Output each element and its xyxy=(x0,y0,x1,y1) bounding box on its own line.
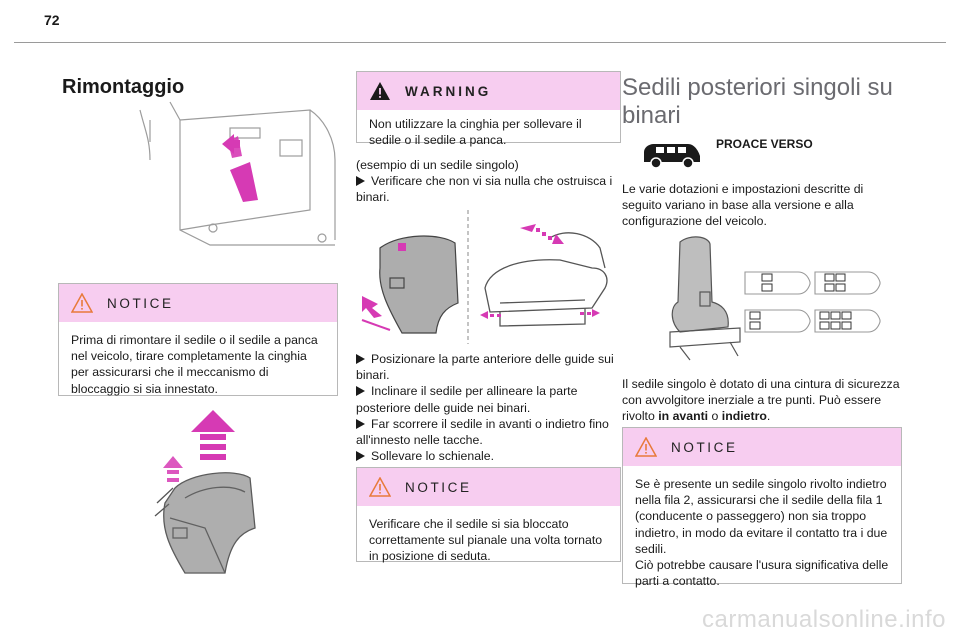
notice-box-right: NOTICE Se è presente un sedile singolo r… xyxy=(622,427,902,588)
page-number: 72 xyxy=(44,12,60,28)
warning-label: WARNING xyxy=(405,83,492,99)
bullet-arrow-icon xyxy=(356,418,365,429)
step-item: Posizionare la parte anteriore delle gui… xyxy=(356,352,614,383)
bullet-arrow-icon xyxy=(356,386,365,397)
notice-header: NOTICE xyxy=(357,468,620,506)
notice-label: NOTICE xyxy=(405,479,472,495)
notice-label: NOTICE xyxy=(671,439,738,455)
notice-label: NOTICE xyxy=(107,295,174,311)
bullet-arrow-icon xyxy=(356,354,365,364)
check-block: (esempio di un sedile singolo) Verificar… xyxy=(356,157,621,206)
steps-list: Posizionare la parte anteriore delle gui… xyxy=(356,351,624,464)
seat-rails-illustration xyxy=(361,210,608,344)
notice-text: Verificare che il sedile si sia bloccato… xyxy=(369,517,603,564)
step-item: Sollevare lo schienale. xyxy=(356,448,624,464)
warning-text: Non utilizzare la cinghia per sollevare … xyxy=(369,117,582,148)
notice-text: Prima di rimontare il sedile o il sedile… xyxy=(71,333,318,396)
vehicle-label: PROACE VERSO xyxy=(716,137,813,151)
notice-text: Se è presente un sedile singolo rivolto … xyxy=(635,477,889,589)
warning-icon xyxy=(370,82,390,100)
warning-header: WARNING xyxy=(357,72,620,110)
notice-icon xyxy=(369,477,391,497)
seat-description: Il sedile singolo è dotato di una cintur… xyxy=(622,377,900,424)
seat-strap-illustration xyxy=(139,101,336,246)
seat-layout-illustration xyxy=(669,236,881,361)
direction-backward: indietro xyxy=(721,409,767,424)
van-icon xyxy=(644,144,700,169)
notice-header: NOTICE xyxy=(59,284,337,322)
step-check: Verificare che non vi sia nulla che ostr… xyxy=(356,174,613,205)
warning-box: WARNING Non utilizzare la cinghia per so… xyxy=(356,71,621,147)
watermark: carmanualsonline.info xyxy=(702,606,946,633)
notice-icon xyxy=(71,293,93,313)
notice-box-left: NOTICE Prima di rimontare il sedile o il… xyxy=(58,283,338,396)
top-divider xyxy=(14,42,946,43)
seat-lift-illustration xyxy=(154,410,256,574)
intro-text: Le varie dotazioni e impostazioni descri… xyxy=(622,182,864,229)
bullet-arrow-icon xyxy=(356,176,365,187)
notice-icon xyxy=(635,437,657,457)
step-item: Inclinare il sedile per allineare la par… xyxy=(356,384,578,415)
step-item: Far scorrere il sedile in avanti o indie… xyxy=(356,416,609,448)
section-title-sedili: Sedili posteriori singoli su binari xyxy=(622,74,893,129)
bullet-arrow-icon xyxy=(356,451,365,462)
notice-box-middle: NOTICE Verificare che il sedile si sia b… xyxy=(356,467,621,563)
notice-header: NOTICE xyxy=(623,428,901,466)
example-note: (esempio di un sedile singolo) xyxy=(356,158,519,172)
section-title-rimontaggio: Rimontaggio xyxy=(62,76,185,98)
direction-forward: in avanti xyxy=(658,409,709,424)
